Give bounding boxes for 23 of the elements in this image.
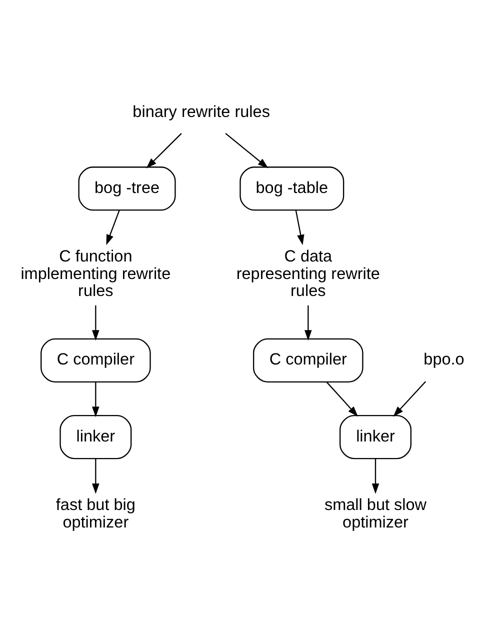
arrow [92, 305, 100, 341]
arrow [92, 458, 100, 494]
arrow [393, 381, 426, 417]
node-text: binary rewrite rules [132, 102, 270, 121]
arrow [106, 210, 120, 246]
arrow [326, 382, 358, 417]
arrow [295, 210, 304, 246]
node-box: linker [340, 415, 412, 460]
node-text: small but slow optimizer [324, 496, 427, 532]
node-text: C data representing rewrite rules [236, 247, 380, 300]
node-text: fast but big optimizer [56, 496, 136, 532]
arrow [372, 458, 380, 494]
node-box: bog -table [240, 166, 344, 211]
node-text: C function implementing rewrite rules [20, 247, 171, 300]
node-box: linker [60, 415, 132, 460]
arrow [225, 133, 268, 168]
node-box: bog -tree [78, 166, 176, 211]
node-box: C compiler [40, 338, 151, 382]
node-text: bpo.o [424, 350, 464, 369]
arrow [146, 133, 182, 168]
arrow [304, 305, 312, 341]
node-box: C compiler [253, 338, 364, 382]
arrow [92, 382, 100, 418]
